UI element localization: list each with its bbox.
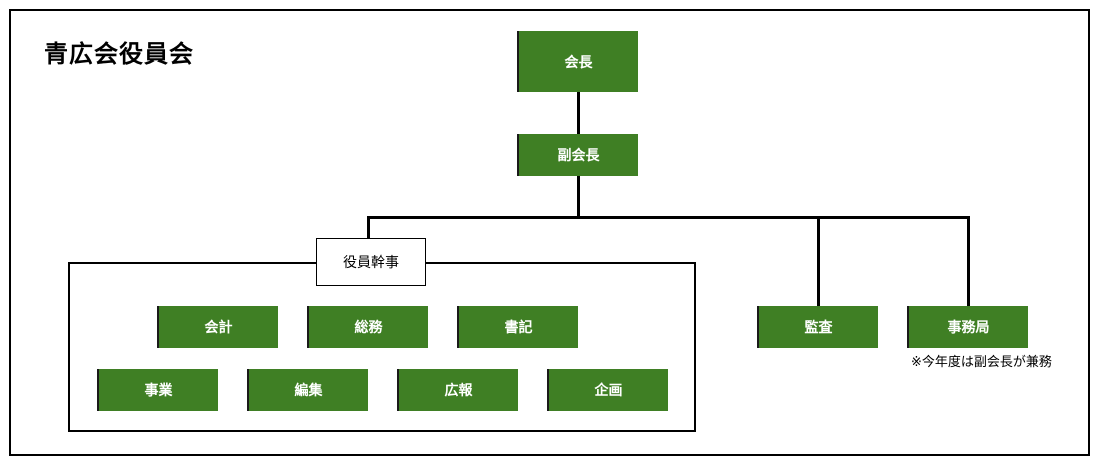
connector-group [367, 216, 370, 240]
connector-chair-vice [577, 92, 580, 134]
node-secretary: 書記 [457, 306, 578, 348]
node-publicity: 広報 [397, 369, 518, 411]
diagram-title: 青広会役員会 [44, 40, 194, 68]
node-audit: 監査 [757, 306, 878, 348]
node-editing: 編集 [247, 369, 368, 411]
secretariat-note: ※今年度は副会長が兼務 [911, 355, 1052, 370]
node-secretariat: 事務局 [907, 306, 1028, 348]
connector-vice-branch [577, 176, 580, 218]
node-chair: 会長 [517, 31, 638, 92]
diagram-frame [9, 9, 1090, 456]
node-planning: 企画 [547, 369, 668, 411]
node-accounting: 会計 [157, 306, 278, 348]
node-general-affairs: 総務 [307, 306, 428, 348]
node-vice-chair: 副会長 [517, 134, 638, 176]
node-business: 事業 [97, 369, 218, 411]
connector-horizontal [367, 216, 970, 219]
node-officers-label: 役員幹事 [316, 238, 426, 286]
connector-audit [817, 216, 820, 306]
connector-secretariat [967, 216, 970, 306]
